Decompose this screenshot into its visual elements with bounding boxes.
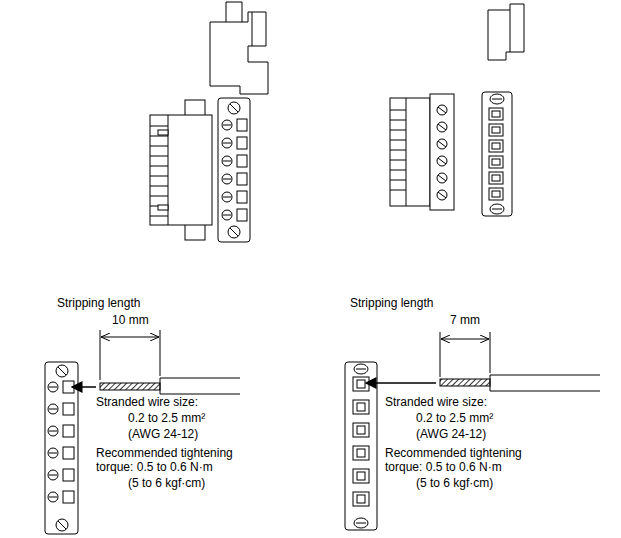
spec-label: Stranded wire size: (96, 395, 198, 409)
dimension-value: 10 mm (112, 313, 149, 327)
spec-value: (AWG 24-12) (128, 427, 198, 441)
spec-value: 0.5 to 0.6 N·m (426, 460, 502, 474)
spec-value: 0.5 to 0.6 N·m (137, 460, 213, 474)
dimension-value: 7 mm (450, 313, 480, 327)
spec-value: 0.2 to 2.5 mm² (416, 411, 493, 425)
spec-value: (AWG 24-12) (416, 427, 486, 441)
spec-value: (5 to 6 kgf·cm) (128, 476, 205, 490)
spec-label: Stranded wire size: (385, 395, 487, 409)
dimension-label: Stripping length (57, 296, 140, 310)
torque-spec: Recommended tightening torque: 0.5 to 0.… (385, 446, 535, 474)
dimension-label: Stripping length (350, 296, 433, 310)
spec-value: (5 to 6 kgf·cm) (416, 476, 493, 490)
torque-spec: Recommended tightening torque: 0.5 to 0.… (96, 446, 246, 474)
spec-value: 0.2 to 2.5 mm² (128, 411, 205, 425)
